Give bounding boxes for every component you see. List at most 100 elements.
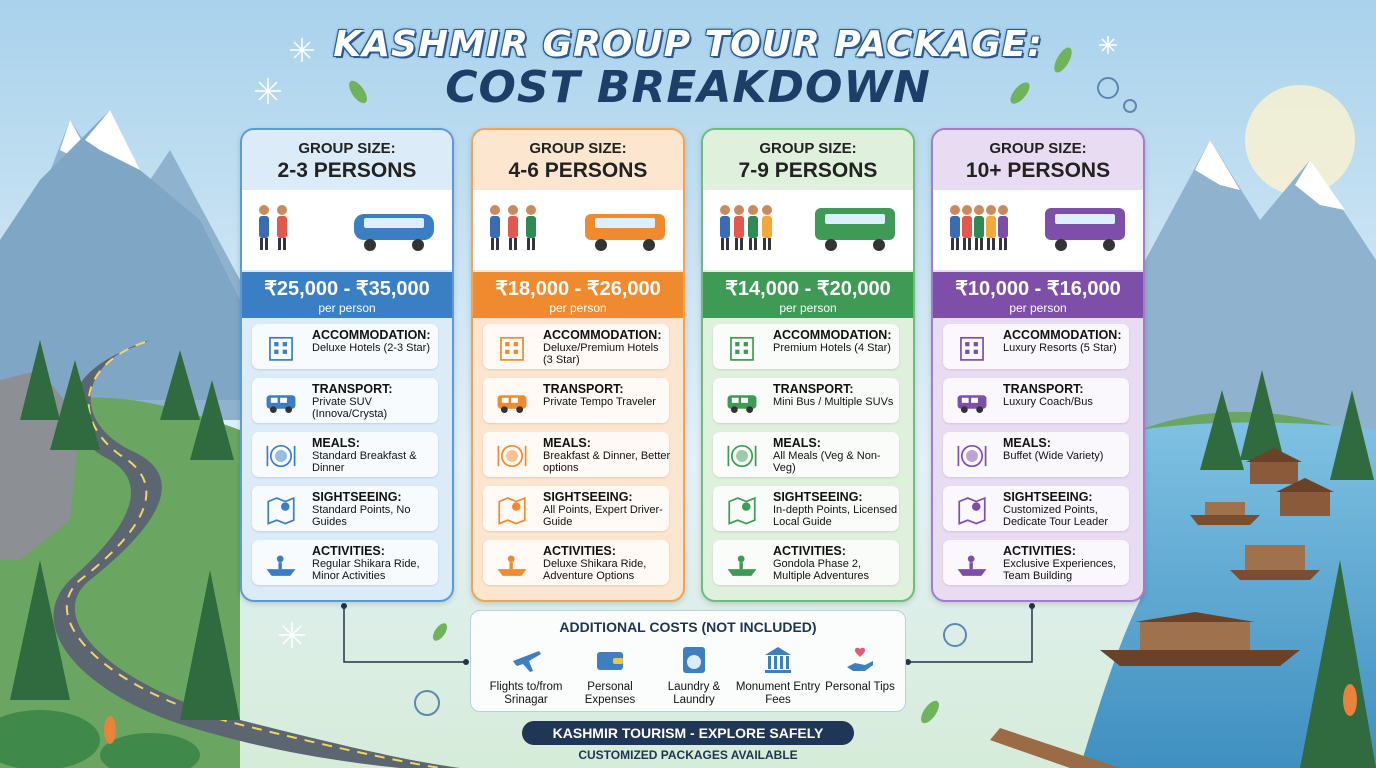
row-label: ACCOMMODATION:	[1003, 328, 1122, 342]
activity-icon	[497, 555, 527, 576]
vehicle-icon	[727, 395, 757, 414]
row-value: Luxury Coach/Bus	[1003, 396, 1093, 408]
additional-costs-heading: ADDITIONAL COSTS (NOT INCLUDED)	[559, 619, 817, 635]
meal-plate-icon	[727, 444, 757, 468]
row-value: Exclusive Experiences, Team Building	[1003, 558, 1117, 582]
card-header: GROUP SIZE: 10+ PERSONS	[933, 130, 1143, 188]
row-label: TRANSPORT:	[312, 382, 393, 396]
row-activities: ACTIVITIES:Regular Shikara Ride, Minor A…	[252, 540, 438, 585]
row-label: ACTIVITIES:	[543, 544, 616, 558]
row-activities: ACTIVITIES:Deluxe Shikara Ride, Adventur…	[483, 540, 669, 585]
row-accommodation: ACCOMMODATION:Luxury Resorts (5 Star)	[943, 324, 1129, 369]
row-label: ACCOMMODATION:	[543, 328, 662, 342]
page-title-line2: COST BREAKDOWN	[445, 62, 931, 113]
additional-item-laundry: Laundry & Laundry	[651, 643, 737, 707]
row-value: Breakfast & Dinner, Better options	[543, 450, 671, 474]
row-transport: TRANSPORT:Private SUV (Innova/Crysta)	[252, 378, 438, 423]
price-range: ₹10,000 - ₹16,000	[955, 278, 1121, 300]
row-value: Deluxe/Premium Hotels (3 Star)	[543, 342, 659, 366]
activity-icon	[266, 555, 296, 576]
group-illustration	[933, 190, 1143, 270]
row-value: All Meals (Veg & Non-Veg)	[773, 450, 881, 474]
row-value: Gondola Phase 2, Multiple Adventures	[773, 558, 869, 582]
row-transport: TRANSPORT:Mini Bus / Multiple SUVs	[713, 378, 899, 423]
row-value: Private SUV (Innova/Crysta)	[312, 396, 388, 420]
row-value: Buffet (Wide Variety)	[1003, 450, 1104, 462]
row-label: ACTIVITIES:	[1003, 544, 1076, 558]
group-size-persons: 10+ PERSONS	[965, 159, 1111, 182]
group-size-persons: 7-9 PERSONS	[738, 159, 878, 182]
group-illustration	[242, 190, 452, 270]
row-value: Private Tempo Traveler	[543, 396, 656, 408]
row-value: Deluxe Shikara Ride, Adventure Options	[543, 558, 647, 582]
additional-item-flights: Flights to/from Srinagar	[483, 643, 569, 707]
row-label: SIGHTSEEING:	[773, 490, 863, 504]
group-size-label: GROUP SIZE:	[529, 140, 627, 157]
row-label: ACCOMMODATION:	[773, 328, 892, 342]
row-label: SIGHTSEEING:	[543, 490, 633, 504]
row-value: Standard Points, No Guides	[312, 504, 411, 528]
row-label: ACCOMMODATION:	[312, 328, 431, 342]
washing-machine-icon	[683, 647, 705, 673]
page-title-line1: KASHMIR GROUP TOUR PACKAGE:	[333, 24, 1043, 65]
row-label: MEALS:	[312, 436, 360, 450]
row-transport: TRANSPORT:Private Tempo Traveler	[483, 378, 669, 423]
map-pin-icon	[958, 496, 986, 525]
row-label: TRANSPORT:	[773, 382, 854, 396]
row-label: ACTIVITIES:	[773, 544, 846, 558]
group-size-label: GROUP SIZE:	[989, 140, 1087, 157]
group-size-persons: 4-6 PERSONS	[508, 159, 648, 182]
vehicle-icon	[266, 395, 296, 414]
map-pin-icon	[267, 496, 295, 525]
group-illustration	[473, 190, 683, 270]
price-range: ₹18,000 - ₹26,000	[495, 278, 661, 300]
meal-plate-icon	[957, 444, 987, 468]
activity-icon	[957, 555, 987, 576]
meal-plate-icon	[266, 444, 296, 468]
group-size-label: GROUP SIZE:	[298, 140, 396, 157]
hotel-icon	[500, 336, 524, 361]
per-person-label: per person	[318, 301, 376, 315]
hotel-icon	[730, 336, 754, 361]
row-label: TRANSPORT:	[1003, 382, 1084, 396]
row-sightseeing: SIGHTSEEING:Customized Points, Dedicate …	[943, 486, 1129, 531]
row-transport: TRANSPORT:Luxury Coach/Bus	[943, 378, 1129, 423]
additional-costs-panel: ADDITIONAL COSTS (NOT INCLUDED) Flights …	[470, 610, 906, 712]
row-accommodation: ACCOMMODATION:Premium Hotels (4 Star)	[713, 324, 899, 369]
vehicle-icon	[957, 395, 987, 414]
row-accommodation: ACCOMMODATION:Deluxe/Premium Hotels (3 S…	[483, 324, 669, 369]
row-label: MEALS:	[543, 436, 591, 450]
row-label: ACTIVITIES:	[312, 544, 385, 558]
footer-banner: KASHMIR TOURISM - EXPLORE SAFELY	[522, 721, 854, 745]
per-person-label: per person	[1009, 301, 1067, 315]
row-label: MEALS:	[773, 436, 821, 450]
hotel-icon	[960, 336, 984, 361]
card-header: GROUP SIZE: 4-6 PERSONS	[473, 130, 683, 188]
row-label: MEALS:	[1003, 436, 1051, 450]
hotel-icon	[269, 336, 293, 361]
row-value: Deluxe Hotels (2-3 Star)	[312, 342, 430, 354]
per-person-label: per person	[779, 301, 837, 315]
monument-icon	[765, 647, 791, 673]
card-header: GROUP SIZE: 2-3 PERSONS	[242, 130, 452, 188]
row-value: Mini Bus / Multiple SUVs	[773, 396, 894, 408]
tip-hand-icon	[847, 647, 873, 671]
row-sightseeing: SIGHTSEEING:Standard Points, No Guides	[252, 486, 438, 531]
additional-item-tips: Personal Tips	[817, 643, 903, 694]
wallet-icon	[597, 652, 623, 670]
row-value: Premium Hotels (4 Star)	[773, 342, 891, 354]
group-size-persons: 2-3 PERSONS	[277, 159, 417, 182]
group-illustration	[703, 190, 913, 270]
row-value: Luxury Resorts (5 Star)	[1003, 342, 1117, 354]
map-pin-icon	[728, 496, 756, 525]
price-range: ₹14,000 - ₹20,000	[725, 278, 891, 300]
row-label: SIGHTSEEING:	[1003, 490, 1093, 504]
row-activities: ACTIVITIES:Exclusive Experiences, Team B…	[943, 540, 1129, 585]
